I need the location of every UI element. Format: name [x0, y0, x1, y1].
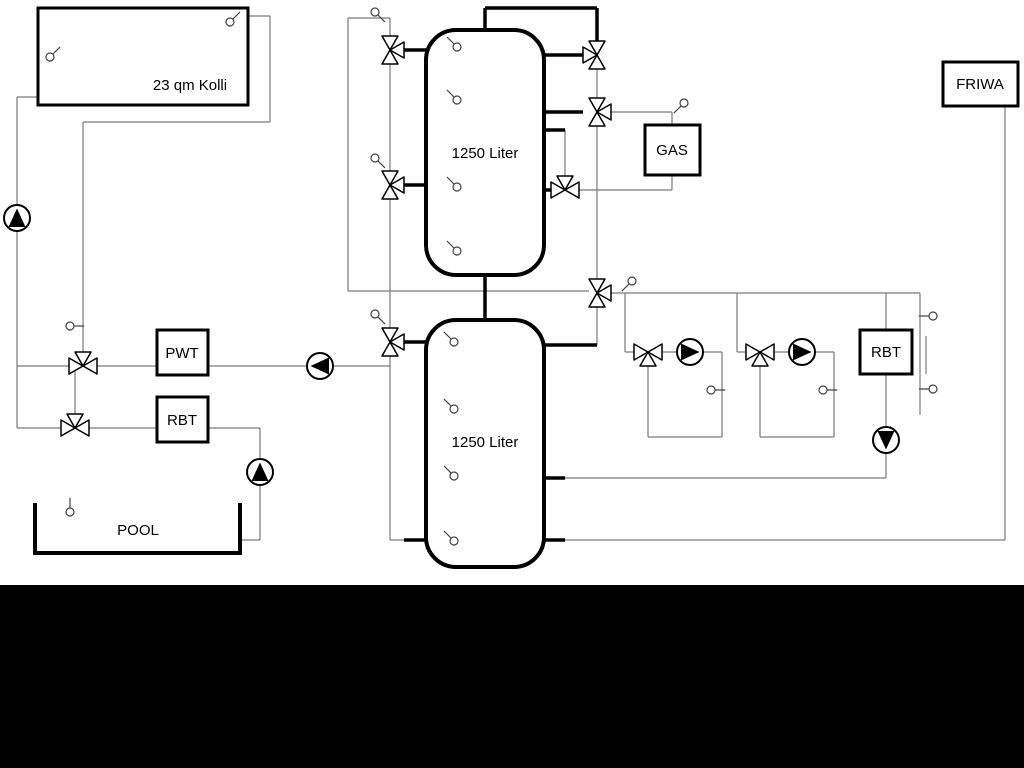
pwt-label: PWT	[165, 345, 198, 362]
sensor-rbt-right-bottom-icon	[918, 378, 940, 400]
sensor-gas-supply-icon	[673, 98, 689, 114]
rbt-left-label: RBT	[167, 412, 197, 429]
pool-basin: POOL	[33, 503, 242, 555]
sensor-rbt-right-top-icon	[918, 305, 940, 327]
pump-return-icon	[872, 426, 900, 454]
mixing-valve-solar-return	[60, 413, 90, 437]
valve-tank1-port-top	[381, 35, 405, 65]
pump-heating-circuit-2-icon	[788, 338, 816, 366]
valve-tank1-port-mid	[381, 170, 405, 200]
sensor-valve-tank1-top-icon	[370, 7, 386, 23]
pwt-heat-exchanger: PWT	[155, 328, 210, 377]
sensor-solar-supply-icon	[63, 315, 85, 337]
buffer-tank-top: 1250 Liter	[424, 28, 546, 277]
buffer-tank-top-label: 1250 Liter	[452, 145, 519, 162]
pipe-network-gray	[16, 15, 1006, 541]
letterbox-bar	[0, 585, 1024, 768]
sensor-pool-icon	[59, 497, 81, 519]
friwa-label: FRIWA	[956, 76, 1004, 93]
buffer-tank-bottom-label: 1250 Liter	[452, 434, 519, 451]
valve-tank2-port-top	[381, 327, 405, 357]
buffer-tank-bottom: 1250 Liter	[424, 318, 546, 569]
pump-charge-icon	[306, 352, 334, 380]
pump-pool-icon	[246, 458, 274, 486]
sensor-valve-tank1-mid-icon	[370, 153, 386, 169]
valve-distribution	[588, 278, 612, 308]
valve-gas-return	[550, 175, 580, 199]
schematic-svg: 23 qm Kolli 1250 Liter 1250 Liter GAS FR…	[3, 6, 1020, 569]
sensor-valve-tank2-top-icon	[370, 309, 386, 325]
gas-boiler-label: GAS	[656, 142, 688, 159]
solar-collector: 23 qm Kolli	[36, 6, 250, 107]
mixing-valve-heating-circuit-2	[745, 343, 775, 367]
hydraulic-schematic: 23 qm Kolli 1250 Liter 1250 Liter GAS FR…	[0, 0, 1024, 585]
valve-header-top	[582, 40, 606, 70]
pool-label: POOL	[117, 522, 159, 539]
sensor-distribution-icon	[621, 276, 637, 292]
rbt-right: RBT	[858, 328, 914, 376]
gas-boiler: GAS	[643, 123, 702, 177]
mixing-valve-solar-supply	[68, 351, 98, 375]
rbt-right-label: RBT	[871, 344, 901, 361]
pump-heating-circuit-1-icon	[676, 338, 704, 366]
mixing-valve-heating-circuit-1	[633, 343, 663, 367]
friwa-module: FRIWA	[941, 60, 1020, 108]
rbt-left: RBT	[155, 395, 210, 444]
solar-collector-label: 23 qm Kolli	[153, 77, 227, 94]
pipe-network-thick	[404, 6, 599, 542]
pump-solar-icon	[3, 204, 31, 232]
valve-gas-supply	[588, 97, 612, 127]
